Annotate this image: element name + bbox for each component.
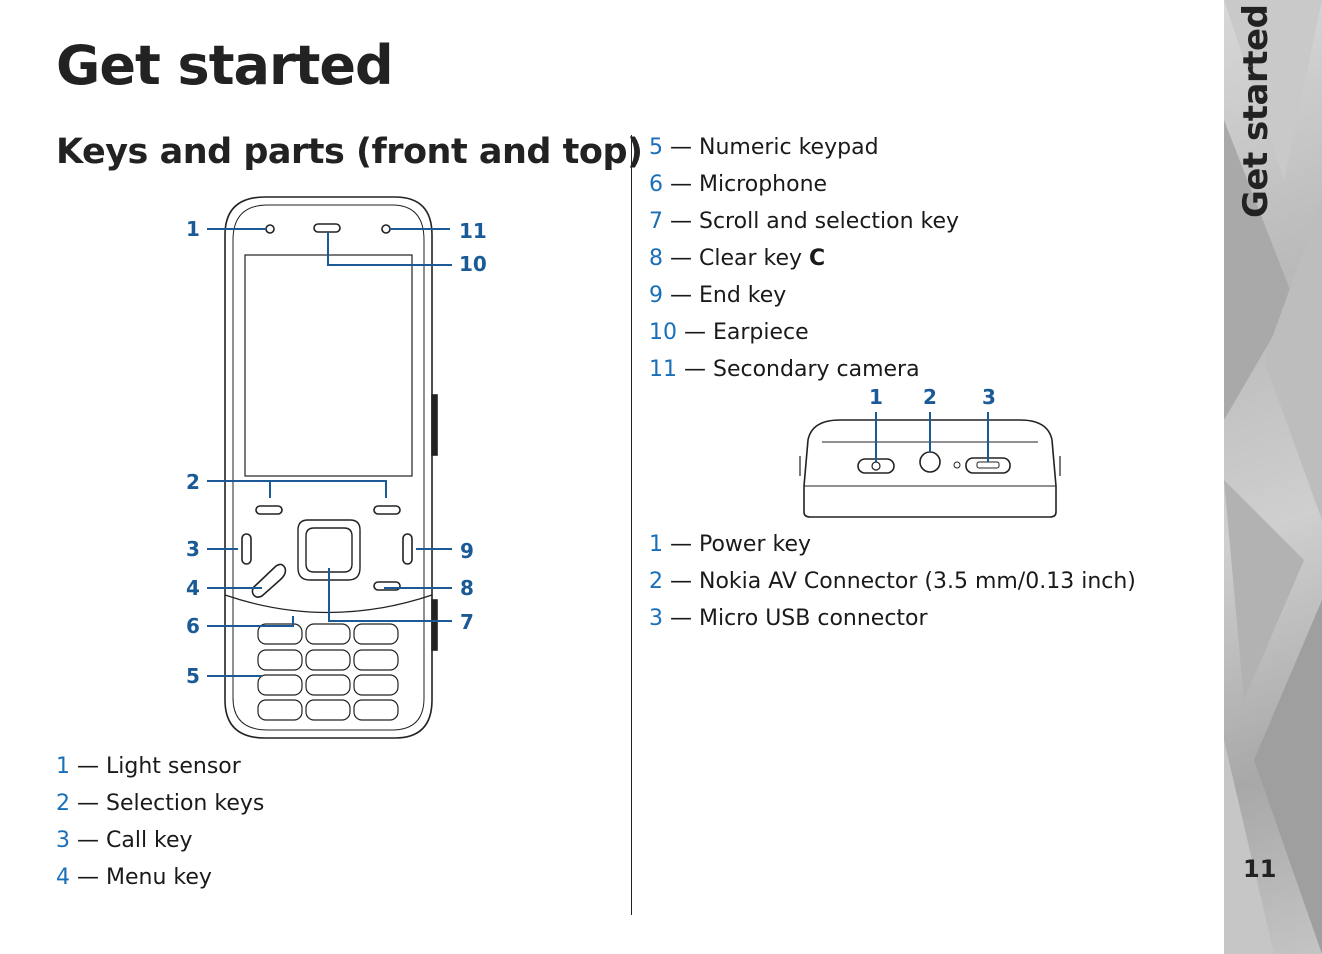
list-item: 5 — Numeric keypad [649,135,879,160]
list-item: 4 — Menu key [56,865,212,890]
callout-7: 7 [460,610,474,634]
callout-5: 5 [186,664,200,688]
callout-3: 3 [186,537,200,561]
front-parts-list-continued: 5 — Numeric keypad 6 — Microphone 7 — Sc… [649,133,959,392]
list-item: 1 — Power key [649,532,812,557]
list-item: 8 — Clear key C [649,246,826,271]
front-parts-list: 1 — Light sensor 2 — Selection keys 3 — … [56,752,264,900]
list-item: 7 — Scroll and selection key [649,209,960,234]
callout-1: 1 [869,385,883,409]
callout-10: 10 [459,252,487,276]
page-title: Get started [56,34,394,97]
callout-6: 6 [186,614,200,638]
callout-4: 4 [186,576,200,600]
section-title: Keys and parts (front and top) [56,132,643,172]
top-parts-list: 1 — Power key 2 — Nokia AV Connector (3.… [649,530,1136,641]
callout-2: 2 [923,385,937,409]
callout-11: 11 [459,219,487,243]
list-item: 11 — Secondary camera [649,357,920,382]
callout-3: 3 [982,385,996,409]
list-item: 2 — Nokia AV Connector (3.5 mm/0.13 inch… [649,569,1136,594]
side-tab-label: Get started [1236,4,1276,218]
callout-9: 9 [460,539,474,563]
phone-top-illustration: 1 2 3 [799,385,1061,518]
list-item: 2 — Selection keys [56,791,265,816]
list-item: 3 — Micro USB connector [649,606,928,631]
list-item: 3 — Call key [56,828,193,853]
list-item: 1 — Light sensor [56,754,241,779]
callout-8: 8 [460,576,474,600]
list-item: 10 — Earpiece [649,320,809,345]
callout-1: 1 [186,217,200,241]
front-callouts: 1 2 3 4 6 5 11 10 9 8 7 [186,217,487,688]
list-item: 9 — End key [649,283,787,308]
callout-2: 2 [186,470,200,494]
top-callouts: 1 2 3 [869,385,996,409]
side-tab-background [1224,0,1322,954]
list-item: 6 — Microphone [649,172,828,197]
phone-front-illustration: 1 2 3 4 6 5 11 10 9 8 7 [186,196,487,739]
page-number: 11 [1243,855,1277,883]
column-divider [631,135,632,915]
